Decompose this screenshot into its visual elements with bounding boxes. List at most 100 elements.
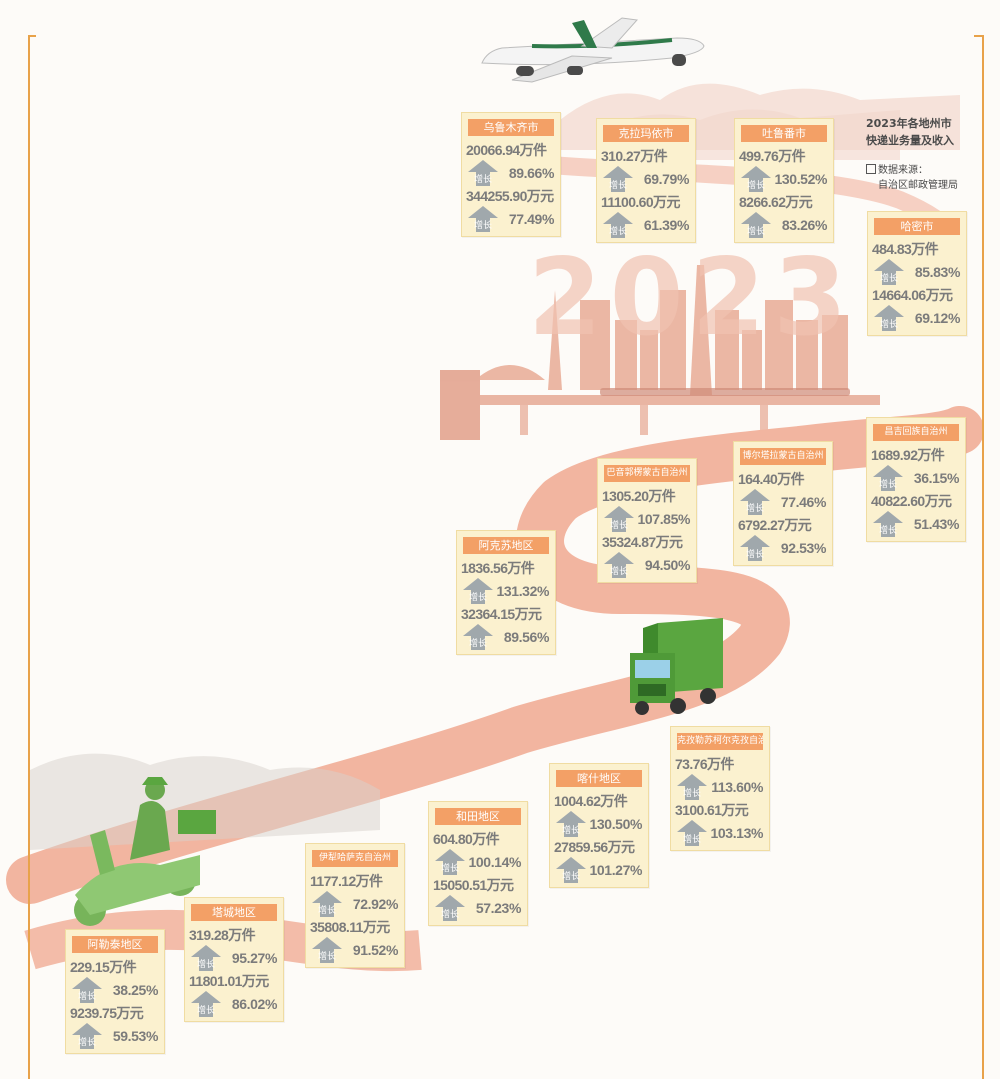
growth-label: 增长 bbox=[473, 221, 492, 231]
source-org: 自治区邮政管理局 bbox=[878, 180, 958, 191]
growth-label: 增长 bbox=[745, 550, 764, 560]
revenue-growth-value: 77.49% bbox=[508, 211, 554, 227]
volume-value: 499.76万件 bbox=[739, 148, 806, 164]
region-name: 哈密市 bbox=[874, 218, 960, 235]
volume-value: 1177.12万件 bbox=[310, 873, 383, 889]
up-arrow-icon bbox=[603, 166, 633, 192]
revenue-value: 6792.27万元 bbox=[738, 517, 812, 533]
revenue-value: 11100.60万元 bbox=[601, 194, 680, 210]
info-title: 2023年各地州市 快递业务量及收入 bbox=[866, 115, 986, 149]
volume-growth-value: 130.50% bbox=[589, 816, 643, 832]
up-arrow-icon bbox=[435, 895, 465, 921]
revenue-growth-value: 69.12% bbox=[914, 310, 960, 326]
region-name: 乌鲁木齐市 bbox=[468, 119, 554, 136]
growth-label: 增长 bbox=[468, 639, 487, 649]
growth-label: 增长 bbox=[609, 567, 628, 577]
year-watermark: 2023 bbox=[528, 236, 856, 359]
up-arrow-icon bbox=[604, 506, 634, 532]
up-arrow-icon bbox=[603, 212, 633, 238]
frame-left-tick bbox=[28, 35, 36, 37]
up-arrow-icon bbox=[468, 160, 498, 186]
up-arrow-icon bbox=[740, 489, 770, 515]
volume-growth-value: 95.27% bbox=[231, 950, 277, 966]
growth-label: 增长 bbox=[561, 826, 580, 836]
scooter-rider-icon bbox=[74, 777, 216, 926]
info-title-line2: 快递业务量及收入 bbox=[866, 134, 954, 147]
volume-growth-value: 38.25% bbox=[112, 982, 158, 998]
growth-label: 增长 bbox=[196, 960, 215, 970]
growth-label: 增长 bbox=[608, 227, 627, 237]
region-name: 喀什地区 bbox=[556, 770, 642, 787]
volume-value: 229.15万件 bbox=[70, 959, 137, 975]
frame-right-tick bbox=[974, 35, 982, 37]
growth-label: 增长 bbox=[440, 864, 459, 874]
revenue-growth-value: 91.52% bbox=[352, 942, 398, 958]
bottom-mountains bbox=[30, 753, 380, 850]
growth-label: 增长 bbox=[473, 175, 492, 185]
up-arrow-icon bbox=[468, 206, 498, 232]
volume-value: 73.76万件 bbox=[675, 756, 734, 772]
revenue-growth-row: 增长 77.49% bbox=[462, 206, 560, 232]
region-card: 克孜勒苏柯尔克孜自治州73.76万件增长113.60%3100.61万元增长10… bbox=[670, 726, 770, 851]
volume-growth-value: 107.85% bbox=[637, 511, 691, 527]
volume-value: 1836.56万件 bbox=[461, 560, 535, 576]
region-name: 克孜勒苏柯尔克孜自治州 bbox=[677, 733, 763, 750]
growth-label: 增长 bbox=[77, 992, 96, 1002]
volume-growth-value: 113.60% bbox=[711, 779, 763, 795]
revenue-value: 344255.90万元 bbox=[466, 188, 554, 204]
volume-value: 20066.94万件 bbox=[466, 142, 547, 158]
up-arrow-icon bbox=[463, 578, 493, 604]
volume-value: 1004.62万件 bbox=[554, 793, 628, 809]
up-arrow-icon bbox=[874, 259, 904, 285]
source-label: 数据来源： bbox=[878, 165, 928, 176]
volume-growth-value: 72.92% bbox=[352, 896, 398, 912]
up-arrow-icon bbox=[556, 811, 586, 837]
region-name: 阿勒泰地区 bbox=[72, 936, 158, 953]
city-skyline bbox=[440, 265, 848, 440]
volume-growth-row: 增长 38.25% bbox=[66, 977, 164, 1003]
up-arrow-icon bbox=[556, 857, 586, 883]
volume-growth-row: 增长 130.50% bbox=[550, 811, 648, 837]
up-arrow-icon bbox=[191, 945, 221, 971]
growth-label: 增长 bbox=[608, 181, 627, 191]
up-arrow-icon bbox=[741, 212, 771, 238]
up-arrow-icon bbox=[72, 977, 102, 1003]
up-arrow-icon bbox=[873, 511, 903, 537]
revenue-growth-value: 59.53% bbox=[112, 1028, 158, 1044]
revenue-growth-value: 51.43% bbox=[913, 516, 959, 532]
revenue-value: 15050.51万元 bbox=[433, 877, 514, 893]
revenue-value: 11801.01万元 bbox=[189, 973, 269, 989]
revenue-value: 3100.61万元 bbox=[675, 802, 749, 818]
revenue-growth-value: 57.23% bbox=[475, 900, 521, 916]
volume-value: 319.28万件 bbox=[189, 927, 256, 943]
up-arrow-icon bbox=[677, 820, 707, 846]
frame-right-line bbox=[982, 35, 984, 1079]
up-arrow-icon bbox=[740, 535, 770, 561]
region-name: 昌吉回族自治州 bbox=[873, 424, 959, 441]
